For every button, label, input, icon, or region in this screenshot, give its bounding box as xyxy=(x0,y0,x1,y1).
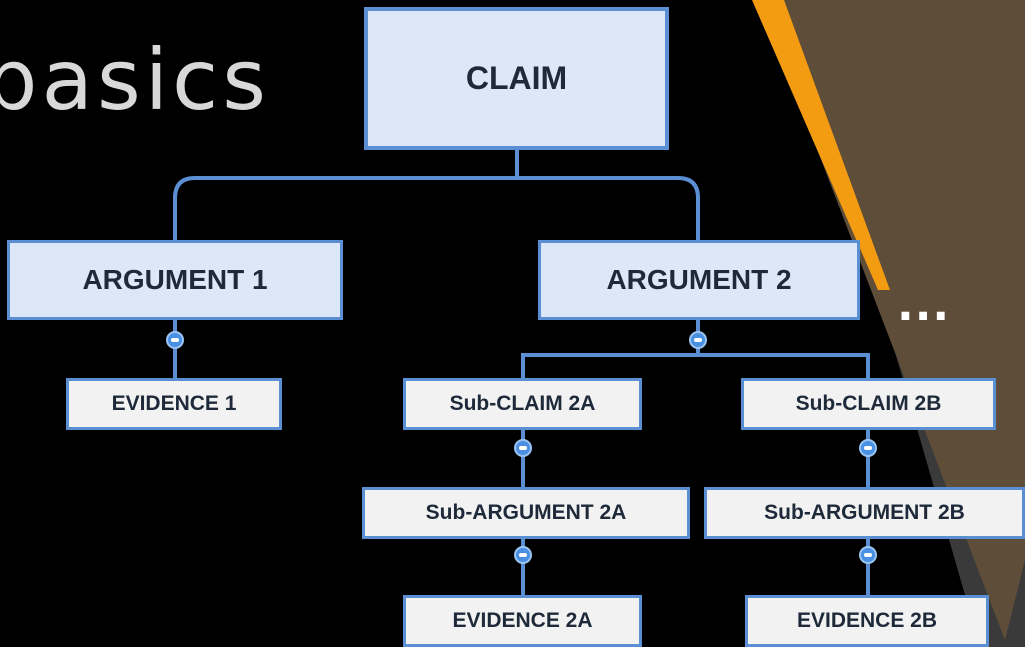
node-sub-claim-2a[interactable]: Sub-CLAIM 2A xyxy=(403,378,642,430)
node-evidence-2b[interactable]: EVIDENCE 2B xyxy=(745,595,989,647)
node-claim-label: CLAIM xyxy=(465,60,568,96)
node-evidence-2a[interactable]: EVIDENCE 2A xyxy=(403,595,642,647)
node-argument-1[interactable]: ARGUMENT 1 xyxy=(7,240,343,320)
node-evidence-1-label: EVIDENCE 1 xyxy=(111,392,237,415)
node-sub-claim-2a-label: Sub-CLAIM 2A xyxy=(449,392,596,415)
more-ellipsis: ... xyxy=(897,280,951,331)
node-sub-claim-2b[interactable]: Sub-CLAIM 2B xyxy=(741,378,996,430)
node-sub-argument-2a-label: Sub-ARGUMENT 2A xyxy=(425,501,627,524)
slide-title-text: basics xyxy=(0,31,270,129)
connector-argument2-subclaims xyxy=(521,320,870,378)
node-sub-claim-2b-label: Sub-CLAIM 2B xyxy=(795,392,942,415)
node-evidence-2a-label: EVIDENCE 2A xyxy=(452,609,593,632)
orange-stripe xyxy=(752,0,890,290)
collapse-toggle-argument-2[interactable] xyxy=(689,331,707,349)
node-sub-argument-2a[interactable]: Sub-ARGUMENT 2A xyxy=(362,487,690,539)
collapse-toggle-sub-argument-2a[interactable] xyxy=(514,546,532,564)
collapse-toggle-argument-1[interactable] xyxy=(166,331,184,349)
collapse-toggle-sub-argument-2b[interactable] xyxy=(859,546,877,564)
node-claim[interactable]: CLAIM xyxy=(364,7,669,150)
node-evidence-2b-label: EVIDENCE 2B xyxy=(796,609,938,632)
collapse-toggle-sub-claim-2b[interactable] xyxy=(859,439,877,457)
node-argument-2[interactable]: ARGUMENT 2 xyxy=(538,240,860,320)
collapse-toggle-sub-claim-2a[interactable] xyxy=(514,439,532,457)
node-evidence-1[interactable]: EVIDENCE 1 xyxy=(66,378,282,430)
node-argument-2-label: ARGUMENT 2 xyxy=(606,264,792,295)
node-argument-1-label: ARGUMENT 1 xyxy=(82,264,268,295)
slide-title: basics xyxy=(0,20,300,140)
node-sub-argument-2b[interactable]: Sub-ARGUMENT 2B xyxy=(704,487,1025,539)
connector-claim-arguments xyxy=(173,150,700,240)
node-sub-argument-2b-label: Sub-ARGUMENT 2B xyxy=(764,501,965,524)
